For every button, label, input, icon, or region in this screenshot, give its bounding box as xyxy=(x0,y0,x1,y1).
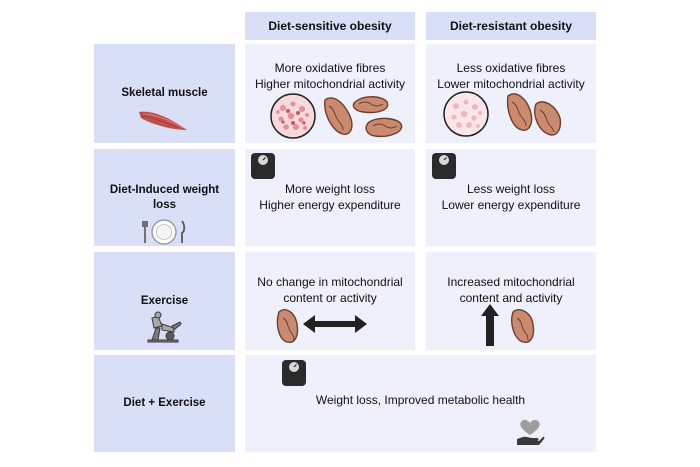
exercise-sensitive-cell: No change in mitochondrial content or ac… xyxy=(245,252,415,350)
combined-outcome-text: Weight loss, Improved metabolic health xyxy=(315,393,526,407)
exercise-resistant-cell: Increased mitochondrial content and acti… xyxy=(426,252,596,350)
plate-cutlery-icon xyxy=(142,219,186,245)
weight-loss-sensitive-cell: More weight loss Higher energy expenditu… xyxy=(245,149,415,246)
cell-text: Less oxidative fibres xyxy=(456,61,566,75)
scale-icon xyxy=(432,153,456,179)
muscle-fibre-cross-section-icon xyxy=(443,91,489,137)
cell-text: No change in mitochondrial xyxy=(257,275,403,289)
scale-icon xyxy=(282,360,306,386)
heart-in-hand-icon xyxy=(517,419,545,445)
muscle-fibre-cross-section-icon xyxy=(270,93,316,139)
cell-text: Less weight loss xyxy=(466,182,556,196)
row-label-text: Exercise xyxy=(140,295,189,307)
cell-text: More oxidative fibres xyxy=(274,61,386,75)
weight-loss-resistant-cell: Less weight loss Lower energy expenditur… xyxy=(426,149,596,246)
cell-text: content or activity xyxy=(283,291,377,305)
cell-text: Increased mitochondrial xyxy=(447,275,575,289)
row-label-text: Skeletal muscle xyxy=(121,87,208,99)
row-label-exercise: Exercise xyxy=(94,252,235,350)
cell-text: Lower mitochondrial activity xyxy=(437,77,585,91)
mitochondria-icon xyxy=(276,308,299,343)
diet-plus-exercise-cell: Weight loss, Improved metabolic health xyxy=(245,355,596,452)
row-label-diet-induced-weight-loss: Diet-Induced weight loss xyxy=(94,149,235,246)
skeletal-muscle-resistant-cell: Less oxidative fibres Lower mitochondria… xyxy=(426,44,596,143)
row-label-text: Diet + Exercise xyxy=(123,397,206,409)
cell-text: Lower energy expenditure xyxy=(441,198,581,212)
exercise-bike-icon xyxy=(147,311,182,343)
column-header-diet-resistant: Diet-resistant obesity xyxy=(426,12,596,40)
scale-icon xyxy=(251,153,275,179)
mitochondria-icon xyxy=(324,96,403,138)
up-arrow-icon xyxy=(481,304,499,346)
double-arrow-icon xyxy=(303,315,367,333)
cell-text: content and activity xyxy=(459,291,563,305)
cell-text: More weight loss xyxy=(284,182,376,196)
column-header-diet-sensitive: Diet-sensitive obesity xyxy=(245,12,415,40)
row-label-text: loss xyxy=(152,199,176,211)
mitochondria-icon xyxy=(511,308,535,343)
cell-text: Higher mitochondrial activity xyxy=(254,77,406,91)
row-label-diet-plus-exercise: Diet + Exercise xyxy=(94,355,235,452)
skeletal-muscle-sensitive-cell: More oxidative fibres Higher mitochondri… xyxy=(245,44,415,143)
row-label-text: Diet-Induced weight xyxy=(109,184,220,196)
mitochondria-icon xyxy=(506,93,562,136)
muscle-icon xyxy=(139,111,187,130)
cell-text: Higher energy expenditure xyxy=(259,198,401,212)
row-label-skeletal-muscle: Skeletal muscle xyxy=(94,44,235,143)
